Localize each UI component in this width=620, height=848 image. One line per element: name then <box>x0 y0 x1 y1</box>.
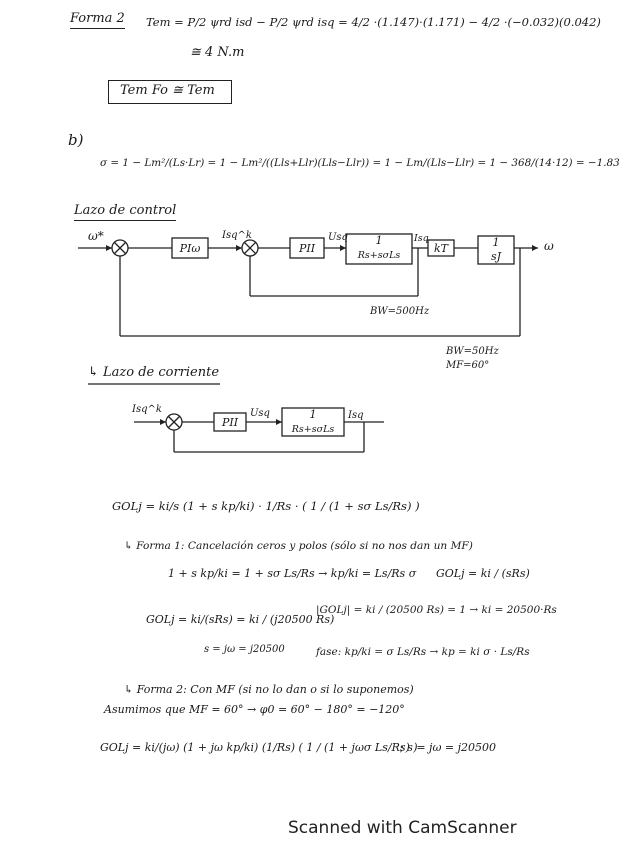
inner-plant-den: Rs+sσLs <box>291 424 335 435</box>
inner-input-label: Isq^k <box>132 404 162 415</box>
lazo-corriente-title: ↳ Lazo de corriente <box>88 365 220 380</box>
control-loop-title: Lazo de control <box>74 203 177 221</box>
torque-equation: Tem = P/2 ψrd isd − P/2 ψrd isq = 4/2 ·(… <box>146 15 601 29</box>
forma2-gol: GOLj = ki/(jω) (1 + jω kp/ki) (1/Rs) ( 1… <box>100 741 418 754</box>
sigma-formula: σ = 1 − Lm²/(Ls·Lr) = 1 − Lm²/((Lls+Llr)… <box>100 157 620 169</box>
inner-plant-num: 1 <box>309 408 317 421</box>
forma2-substitution: ; s = jω = j20500 <box>400 741 497 754</box>
gol-expression: GOLj = ki/s (1 + s kp/ki) · 1/Rs · ( 1 /… <box>112 499 420 513</box>
forma1-eq2: GOLj = ki/(sRs) = ki / (j20500 Rs) <box>146 613 335 626</box>
forma1-title: ↳ Forma 1: Cancelación ceros y polos (só… <box>124 540 473 552</box>
pi-current-block: PII <box>298 242 316 255</box>
forma1-eq2-sub: s = jω = j20500 <box>204 644 285 655</box>
plant-numerator: 1 <box>375 234 383 247</box>
inner-output-label: Isq <box>348 410 364 421</box>
section-b-label: b) <box>68 131 84 149</box>
mech-numerator: 1 <box>492 236 500 249</box>
forma1-eq1: 1 + s kp/ki = 1 + sσ Ls/Rs → kp/ki = Ls/… <box>168 567 417 580</box>
isq-out-label: Isq <box>414 233 429 244</box>
forma1-modulus: |GOLj| = ki / (20500 Rs) = 1 → ki = 2050… <box>316 604 557 616</box>
mech-denominator: sJ <box>490 250 502 263</box>
inner-pi-block: PII <box>221 416 239 429</box>
inner-usq-label: Usq <box>250 408 270 419</box>
boxed-result: Tem Fo ≅ Tem <box>120 83 215 98</box>
isq-ref-label: Isq^k <box>222 230 252 241</box>
forma1-phase: fase: kp/ki = σ Ls/Rs → kp = ki σ · Ls/R… <box>316 646 530 658</box>
bw-outer-label: BW=50Hz <box>446 346 499 357</box>
boxed-result-frame <box>108 80 232 104</box>
pi-omega-block: PIω <box>179 242 201 255</box>
mf-label: MF=60° <box>446 360 490 371</box>
forma2-title: ↳ Forma 2: Con MF (si no lo dan o si lo … <box>124 683 414 696</box>
forma1-eq1-result: GOLj = ki / (sRs) <box>436 567 530 580</box>
forma-2-label: Forma 2 <box>70 11 125 29</box>
plant-denominator: Rs+sσLs <box>357 250 401 261</box>
bw-inner-label: BW=500Hz <box>370 306 430 317</box>
kt-block: kT <box>433 242 448 255</box>
omega-ref-label: ω* <box>88 229 104 243</box>
omega-out-label: ω <box>544 239 554 253</box>
torque-result: ≅ 4 N.m <box>190 45 245 60</box>
usq-label: Usq <box>328 232 348 243</box>
forma2-assume: Asumimos que MF = 60° → φ0 = 60° − 180° … <box>104 703 405 716</box>
camscanner-watermark: Scanned with CamScanner <box>288 818 517 838</box>
